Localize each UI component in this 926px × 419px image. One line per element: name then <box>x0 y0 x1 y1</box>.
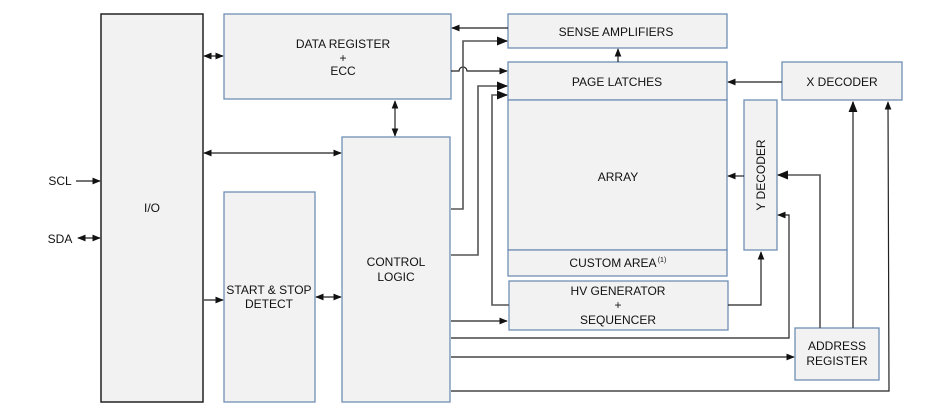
svg-text:SEQUENCER: SEQUENCER <box>580 313 656 327</box>
custom-area-block: CUSTOM AREA (1) <box>507 249 728 277</box>
svg-text:DETECT: DETECT <box>245 297 294 311</box>
hv-generator-block: HV GENERATOR + SEQUENCER <box>508 280 729 331</box>
address-register-block: ADDRESS REGISTER <box>794 327 880 381</box>
svg-text:CUSTOM AREA: CUSTOM AREA <box>569 256 656 270</box>
svg-text:I/O: I/O <box>144 201 160 215</box>
svg-text:ECC: ECC <box>330 64 356 78</box>
svg-text:HV GENERATOR: HV GENERATOR <box>571 284 666 298</box>
svg-text:ARRAY: ARRAY <box>598 170 638 184</box>
svg-text:ADDRESS: ADDRESS <box>808 339 866 353</box>
control-to-y-decoder-arrow <box>451 211 790 339</box>
hv-to-page-latches-arrow <box>491 90 509 306</box>
sense-amplifiers-block: SENSE AMPLIFIERS <box>507 13 728 49</box>
svg-text:CONTROL: CONTROL <box>367 255 426 269</box>
svg-text:Y DECODER: Y DECODER <box>754 139 768 210</box>
address-to-y-decoder-arrow <box>776 170 821 328</box>
svg-text:REGISTER: REGISTER <box>806 354 868 368</box>
control-logic-block: CONTROL LOGIC <box>341 136 451 403</box>
array-block: ARRAY <box>507 99 728 251</box>
svg-text:DATA REGISTER: DATA REGISTER <box>296 37 391 51</box>
svg-text:SENSE AMPLIFIERS: SENSE AMPLIFIERS <box>559 25 674 39</box>
control-to-x-decoder-arrow <box>451 101 892 392</box>
data-register-block: DATA REGISTER + ECC <box>223 13 452 100</box>
hv-to-y-decoder-arrow <box>728 251 765 306</box>
control-to-sense-arrow <box>451 36 509 210</box>
scl-label: SCL <box>48 174 72 188</box>
svg-text:LOGIC: LOGIC <box>377 270 415 284</box>
start-stop-detect-block: START & STOP DETECT <box>223 191 316 403</box>
x-decoder-block: X DECODER <box>781 61 903 101</box>
connections <box>76 24 892 392</box>
data-register-to-page-latches-arrow <box>451 66 508 75</box>
sda-label: SDA <box>48 232 73 246</box>
svg-text:(1): (1) <box>658 257 667 264</box>
svg-text:+: + <box>614 298 621 312</box>
svg-text:START & STOP: START & STOP <box>226 283 311 297</box>
y-decoder-block: Y DECODER <box>743 99 778 251</box>
svg-text:PAGE LATCHES: PAGE LATCHES <box>572 75 662 89</box>
svg-text:X DECODER: X DECODER <box>806 75 878 89</box>
svg-text:+: + <box>339 51 346 65</box>
control-to-page-latches-arrow <box>451 81 509 256</box>
io-block: I/O <box>100 13 204 403</box>
page-latches-block: PAGE LATCHES <box>507 61 728 101</box>
